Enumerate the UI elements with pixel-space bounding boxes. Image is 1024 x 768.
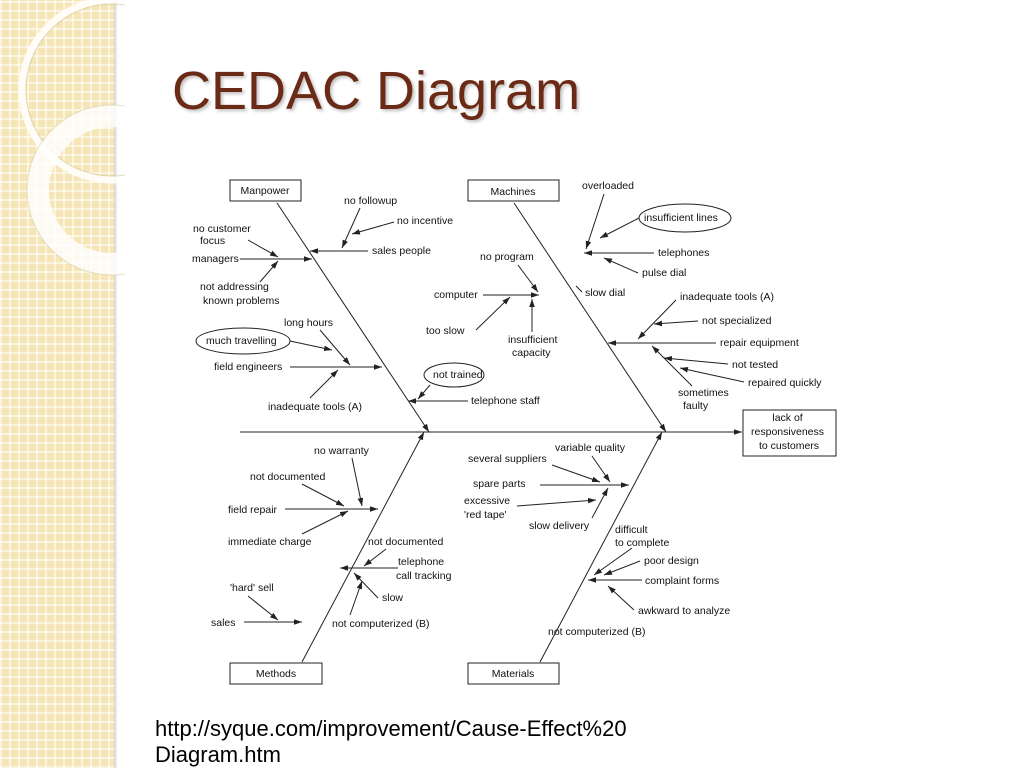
- cause-inadequate-tools-a: inadequate tools (A): [268, 401, 362, 413]
- effect-box: lack of responsiveness to customers: [742, 409, 837, 457]
- cause-long-hours: long hours: [284, 317, 333, 329]
- cause-not-tested: not tested: [732, 359, 778, 371]
- cause-hard-sell: 'hard' sell: [230, 582, 274, 594]
- cause-not-specialized: not specialized: [702, 315, 772, 327]
- svg-text:Methods: Methods: [256, 668, 296, 680]
- cause-insufficient-lines: insufficient lines: [644, 212, 718, 224]
- machines-causes: telephones overloaded insufficient lines…: [426, 180, 822, 412]
- cause-sales-people: sales people: [372, 245, 431, 257]
- materials-causes: spare parts variable quality several sup…: [464, 442, 730, 638]
- cause-no-followup: no followup: [344, 195, 397, 207]
- cause-slow: slow: [382, 592, 403, 604]
- cause-pulse-dial: pulse dial: [642, 267, 686, 279]
- category-machines: Machines: [467, 179, 560, 202]
- manpower-bone: [276, 202, 430, 433]
- methods-bone: [301, 431, 425, 663]
- svg-text:Machines: Machines: [491, 186, 536, 198]
- cause-no-program: no program: [480, 251, 534, 263]
- cause-difficult-to-complete: difficult to complete: [615, 524, 669, 549]
- decorative-rings: [18, 0, 125, 276]
- cause-telephone-staff: telephone staff: [471, 395, 540, 407]
- cause-several-suppliers: several suppliers: [468, 453, 547, 465]
- side-strip-shadow: [114, 0, 118, 768]
- cause-excessive-red-tape: excessive 'red tape': [464, 495, 513, 521]
- cause-not-computerized-b: not computerized (B): [548, 626, 645, 638]
- not-trained-highlight: [423, 362, 485, 388]
- cause-immediate-charge: immediate charge: [228, 536, 312, 548]
- cause-no-incentive: no incentive: [397, 215, 453, 227]
- manpower-causes: sales people no followup no incentive ma…: [192, 195, 540, 413]
- methods-causes: field repair no warranty not documented …: [211, 445, 452, 630]
- cause-sales: sales: [211, 617, 236, 629]
- cause-variable-quality: variable quality: [555, 442, 626, 454]
- cause-repaired-quickly: repaired quickly: [748, 377, 822, 389]
- cause-sometimes-faulty: sometimes faulty: [678, 387, 732, 412]
- cause-awkward-to-analyze: awkward to analyze: [638, 605, 730, 617]
- cause-spare-parts: spare parts: [473, 478, 526, 490]
- cause-slow-delivery: slow delivery: [529, 520, 590, 532]
- cause-field-engineers: field engineers: [214, 361, 282, 373]
- cause-not-computerized-b: not computerized (B): [332, 618, 429, 630]
- cause-telephones: telephones: [658, 247, 709, 259]
- cause-no-warranty: no warranty: [314, 445, 370, 457]
- svg-text:Manpower: Manpower: [240, 185, 290, 197]
- cedac-fishbone-diagram: lack of responsiveness to customers Manp…: [192, 178, 838, 688]
- cause-telephone-call-tracking: telephone call tracking: [396, 556, 452, 582]
- cause-much-travelling: much travelling: [206, 335, 277, 347]
- category-methods: Methods: [229, 662, 323, 685]
- cause-not-trained: not trained: [433, 369, 483, 381]
- machines-bone: [513, 202, 667, 433]
- cause-insufficient-capacity: insufficient capacity: [508, 334, 560, 359]
- cause-poor-design: poor design: [644, 555, 699, 567]
- cause-not-documented-2: not documented: [368, 536, 443, 548]
- effect-label: lack of responsiveness to customers: [751, 412, 827, 452]
- cause-repair-equipment: repair equipment: [720, 337, 799, 349]
- cause-no-customer-focus: no customer focus: [193, 223, 254, 247]
- materials-bone: [539, 431, 663, 663]
- category-manpower: Manpower: [229, 179, 302, 202]
- category-materials: Materials: [467, 662, 560, 685]
- cause-overloaded: overloaded: [582, 180, 634, 192]
- cause-inadequate-tools-a: inadequate tools (A): [680, 291, 774, 303]
- cause-field-repair: field repair: [228, 504, 278, 516]
- cause-slow-dial: slow dial: [585, 287, 625, 299]
- slide-title: CEDAC Diagram: [172, 61, 581, 121]
- cause-not-addressing: not addressing known problems: [200, 281, 279, 307]
- cause-too-slow: too slow: [426, 325, 465, 337]
- source-link[interactable]: http://syque.com/improvement/Cause-Effec…: [155, 716, 627, 767]
- cause-complaint-forms: complaint forms: [645, 575, 719, 587]
- cause-computer: computer: [434, 289, 478, 301]
- cause-managers: managers: [192, 253, 239, 265]
- cause-not-documented: not documented: [250, 471, 325, 483]
- svg-text:Materials: Materials: [492, 668, 535, 680]
